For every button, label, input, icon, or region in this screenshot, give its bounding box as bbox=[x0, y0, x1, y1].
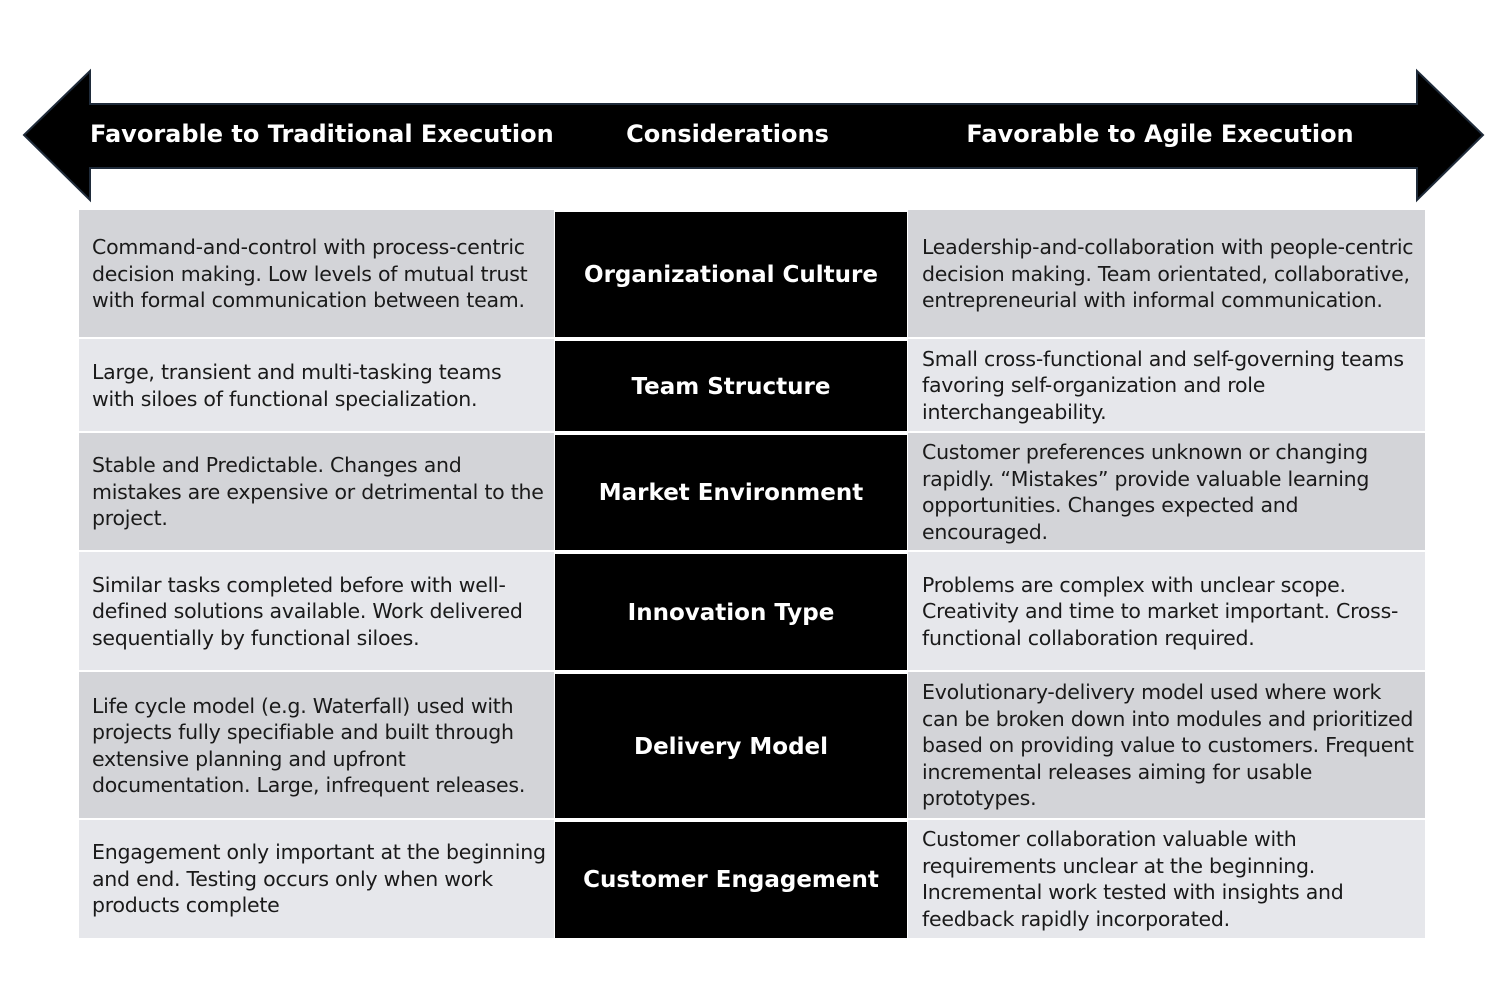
agile-text: Customer preferences unknown or changing… bbox=[922, 440, 1370, 544]
consideration-cell: Delivery Model bbox=[555, 672, 907, 819]
traditional-text: Stable and Predictable. Changes and mist… bbox=[92, 453, 544, 531]
row-divider bbox=[79, 670, 1425, 672]
double-headed-arrow bbox=[22, 68, 1485, 203]
agile-cell: Leadership-and-collaboration with people… bbox=[908, 210, 1425, 338]
row-divider bbox=[79, 550, 1425, 552]
consideration-label: Organizational Culture bbox=[584, 262, 878, 288]
agile-text: Evolutionary-delivery model used where w… bbox=[922, 680, 1414, 811]
traditional-text: Large, transient and multi-tasking teams… bbox=[92, 360, 502, 411]
traditional-cell: Large, transient and multi-tasking teams… bbox=[79, 339, 554, 432]
consideration-label: Delivery Model bbox=[633, 733, 829, 760]
consideration-label: Customer Engagement bbox=[583, 867, 879, 893]
consideration-cell: Team Structure bbox=[555, 339, 907, 432]
header-considerations-label: Considerations bbox=[626, 120, 829, 148]
consideration-cell: Customer Engagement bbox=[555, 820, 907, 938]
traditional-cell: Command-and-control with process-centric… bbox=[79, 210, 554, 338]
row-divider bbox=[79, 337, 1425, 339]
agile-text: Problems are complex with unclear scope.… bbox=[922, 572, 1399, 650]
consideration-cell: Market Environment bbox=[555, 433, 907, 551]
table-row: Command-and-control with process-centric… bbox=[79, 210, 1425, 339]
agile-text: Customer collaboration valuable with req… bbox=[922, 827, 1344, 931]
row-divider bbox=[79, 431, 1425, 433]
table-row: Life cycle model (e.g. Waterfall) used w… bbox=[79, 672, 1425, 820]
agile-cell: Customer preferences unknown or changing… bbox=[908, 433, 1425, 551]
traditional-text: Similar tasks completed before with well… bbox=[92, 572, 523, 650]
table-row: Similar tasks completed before with well… bbox=[79, 552, 1425, 672]
consideration-label: Market Environment bbox=[598, 480, 864, 506]
traditional-text: Life cycle model (e.g. Waterfall) used w… bbox=[92, 693, 526, 798]
table-row: Stable and Predictable. Changes and mist… bbox=[79, 433, 1425, 552]
agile-text: Leadership-and-collaboration with people… bbox=[922, 235, 1414, 313]
traditional-text: Command-and-control with process-centric… bbox=[92, 235, 528, 313]
row-divider bbox=[79, 818, 1425, 820]
traditional-cell: Stable and Predictable. Changes and mist… bbox=[79, 433, 554, 551]
header-traditional-label: Favorable to Traditional Execution bbox=[90, 120, 554, 148]
consideration-cell: Organizational Culture bbox=[555, 210, 907, 338]
traditional-text: Engagement only important at the beginni… bbox=[92, 840, 546, 918]
consideration-label: Team Structure bbox=[631, 373, 831, 400]
traditional-cell: Life cycle model (e.g. Waterfall) used w… bbox=[79, 672, 554, 819]
traditional-cell: Similar tasks completed before with well… bbox=[79, 552, 554, 671]
agile-cell: Small cross-functional and self-governin… bbox=[908, 339, 1425, 432]
consideration-label: Innovation Type bbox=[627, 599, 835, 626]
traditional-cell: Engagement only important at the beginni… bbox=[79, 820, 554, 938]
table-row: Large, transient and multi-tasking teams… bbox=[79, 339, 1425, 433]
agile-cell: Evolutionary-delivery model used where w… bbox=[908, 672, 1425, 819]
table-row: Engagement only important at the beginni… bbox=[79, 820, 1425, 938]
agile-text: Small cross-functional and self-governin… bbox=[922, 346, 1404, 424]
consideration-cell: Innovation Type bbox=[555, 552, 907, 671]
agile-cell: Customer collaboration valuable with req… bbox=[908, 820, 1425, 938]
header-agile-label: Favorable to Agile Execution bbox=[966, 120, 1354, 148]
agile-cell: Problems are complex with unclear scope.… bbox=[908, 552, 1425, 671]
